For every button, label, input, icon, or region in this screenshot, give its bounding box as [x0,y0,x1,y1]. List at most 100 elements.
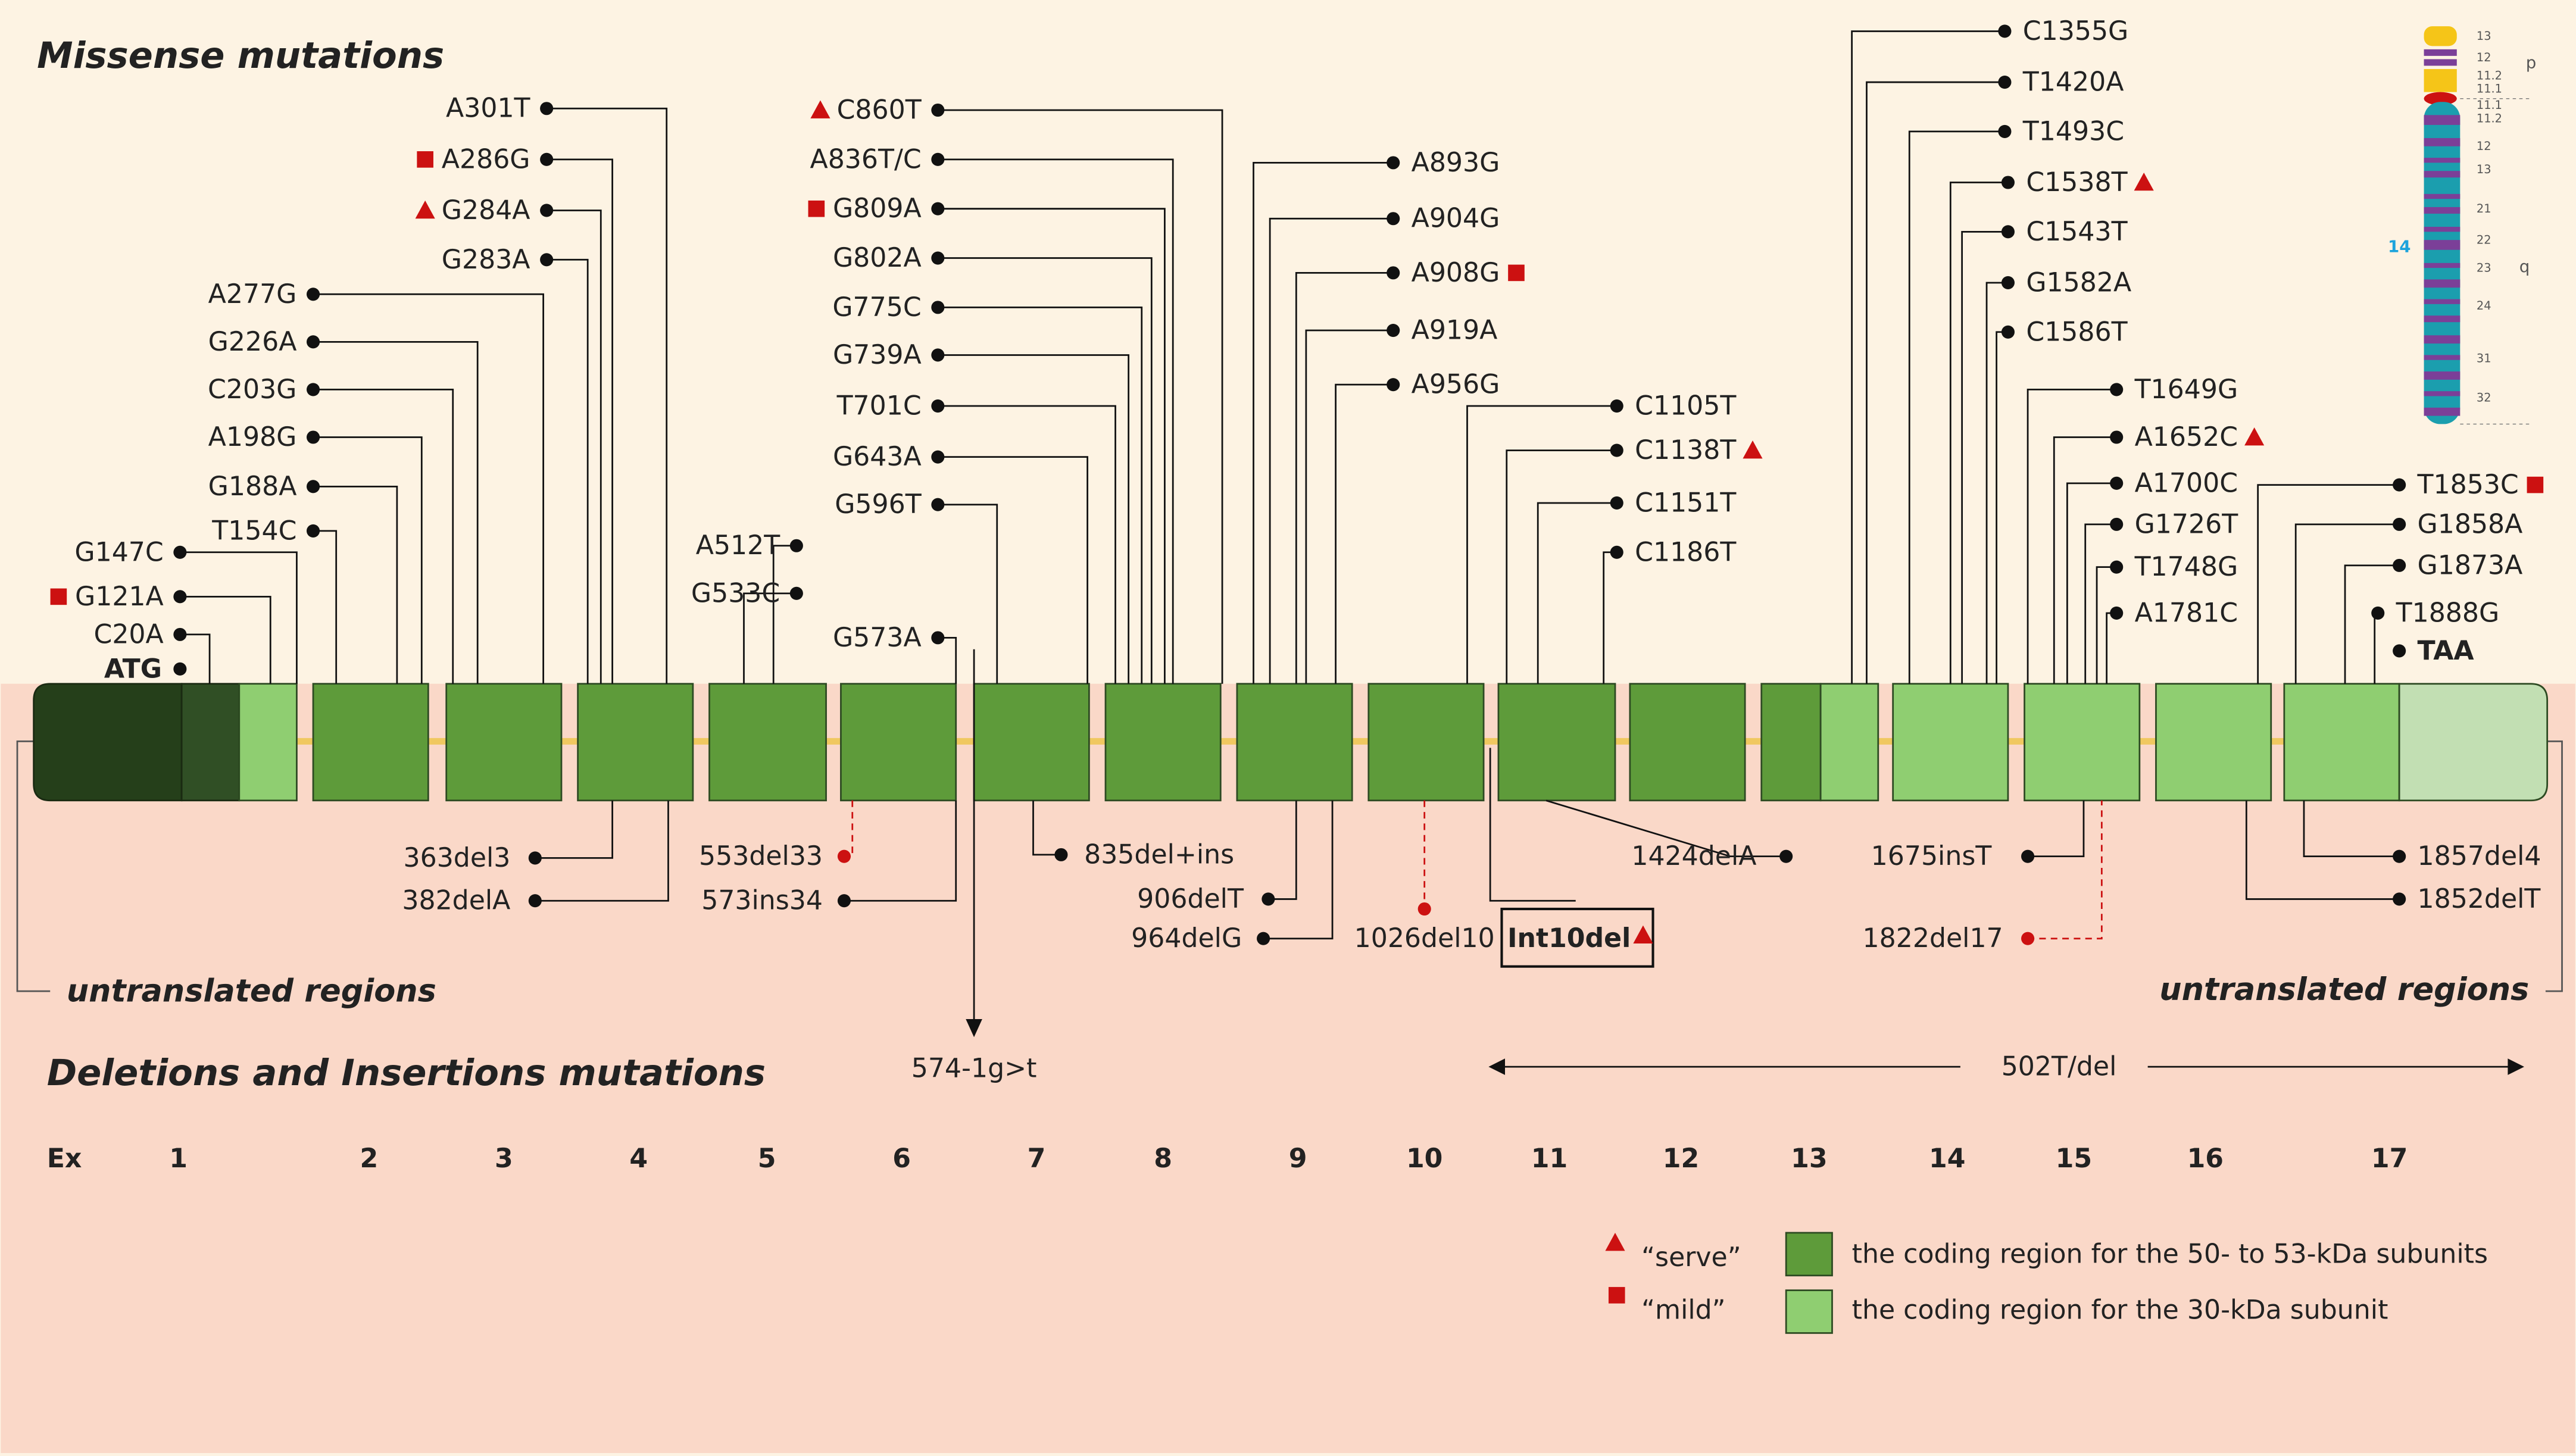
missense-21-dot [931,251,945,265]
indel-5-connector [1032,800,1061,856]
missense-8-dot [306,288,320,301]
chromosome-band [2424,115,2461,125]
chromosome-band-marker-label: 14 [2388,237,2410,257]
missense-16-label: G596T [835,489,922,520]
exon-number-12: 12 [1663,1143,1699,1174]
missense-44-label: G1726T [2135,509,2239,539]
exon-box [1819,683,1879,802]
chromosome-band-label: 24 [2477,299,2491,313]
utr-left-label: untranslated regions [67,973,436,1010]
indel-8-dot [1417,902,1431,916]
exon-box [1367,683,1485,802]
indel-14-dot [2393,892,2406,906]
exon-number-9: 9 [1289,1143,1307,1174]
missense-50-dot [2371,606,2385,620]
missense-29-label: A956G [1412,370,1500,400]
missense-24-connector [938,109,1223,684]
missense-25-label: A893G [1412,148,1500,178]
chromosome-band [2424,371,2461,380]
missense-49-label: G1873A [2418,550,2523,580]
exon-prefix-label: Ex [47,1143,82,1174]
chromosome-band-label: 12 [2477,139,2491,153]
indel-1-label: 382delA [402,886,510,916]
chromosome-centromere [2424,92,2457,105]
indel-9-serve-icon [1633,925,1653,943]
deletions-title: Deletions and Insertions mutations [47,1052,766,1094]
missense-10-connector [547,210,602,684]
missense-46-dot [2110,606,2124,620]
indel-5-label: 835del+ins [1084,839,1234,870]
exon-number-3: 3 [495,1143,513,1174]
legend-small-label: the coding region for the 30-kDa subunit [1852,1295,2388,1325]
indel-0-label: 363del3 [403,843,510,873]
missense-28-connector [1305,329,1394,684]
indel-13-dot [2393,849,2406,863]
missense-46-label: A1781C [2135,598,2238,628]
chromosome-arm-q-label: q [2519,257,2530,276]
missense-48-dot [2393,517,2406,531]
chromosome-band-label: 32 [2477,391,2491,405]
missense-3-connector [313,530,338,684]
missense-38-dot [2001,225,2015,239]
chromosome-band [2424,138,2461,146]
exon-box [238,683,298,802]
stop-codon-label: TAA [2418,636,2474,666]
missense-29-dot [1387,378,1400,392]
indel-14-connector [2245,800,2400,900]
indel-1-dot [528,894,542,908]
missense-34-connector [1851,30,2005,684]
missense-23-label: A836T/C [810,144,921,174]
missense-24-dot [931,103,945,117]
missense-21-connector [938,257,1153,684]
missense-40-dot [2001,325,2015,339]
exon-number-6: 6 [892,1143,911,1174]
missense-11-dot [540,152,554,166]
legend-mild-label: “mild” [1641,1295,1725,1325]
missense-26-label: A904G [1412,204,1500,234]
missense-9-connector [547,258,589,684]
exon-box [1892,683,2009,802]
chromosome-band-label: 11.1 [2477,82,2502,96]
missense-18-connector [938,405,1116,684]
indel-3-connector [844,800,957,902]
exon-box [1760,683,1822,802]
missense-42-dot [2110,430,2124,444]
missense-17-connector [938,456,1089,684]
chromosome-band [2424,391,2461,396]
missense-32-label: C1151T [1635,488,1737,518]
missense-47-mild-icon [2527,476,2544,493]
indel-15-label: 502T/del [2002,1052,2117,1082]
missense-35-connector [1866,81,2005,684]
chromosome-band [2424,193,2461,199]
indel-9-connector [1489,748,1576,902]
missense-1-connector [180,595,271,684]
missense-41-connector [2027,389,2117,684]
chromosome-band-label: 11.1 [2477,98,2502,112]
missense-28-label: A919A [1412,315,1498,346]
missense-18-label: T701C [836,391,922,421]
exon-number-11: 11 [1531,1143,1568,1174]
chromosome-band [2424,207,2461,214]
missense-18-dot [931,399,945,413]
missense-24-label: C860T [837,95,922,126]
missense-24-serve-icon [810,100,830,118]
legend-mild-icon [1608,1287,1625,1304]
missense-27-label: A908G [1412,258,1500,288]
indel-7-label: 964delG [1131,923,1242,954]
indel-11-label: 1675insT [1871,841,1993,871]
missense-31-dot [1610,443,1623,457]
missense-39-connector [1985,282,2008,684]
utr-3prime [2398,683,2549,802]
missense-20-connector [938,306,1143,684]
missense-36-dot [1998,124,2012,138]
missense-32-connector [1537,502,1617,684]
missense-17-label: G643A [833,442,922,472]
missense-21-label: G802A [833,243,922,273]
exon-number-2: 2 [360,1143,379,1174]
missense-12-dot [540,102,554,115]
exon-1-utr-segment [180,683,241,802]
exon-box [1104,683,1222,802]
chromosome-band [2424,59,2457,66]
indel-3-dot [837,894,851,908]
chromosome-band [2424,68,2457,92]
